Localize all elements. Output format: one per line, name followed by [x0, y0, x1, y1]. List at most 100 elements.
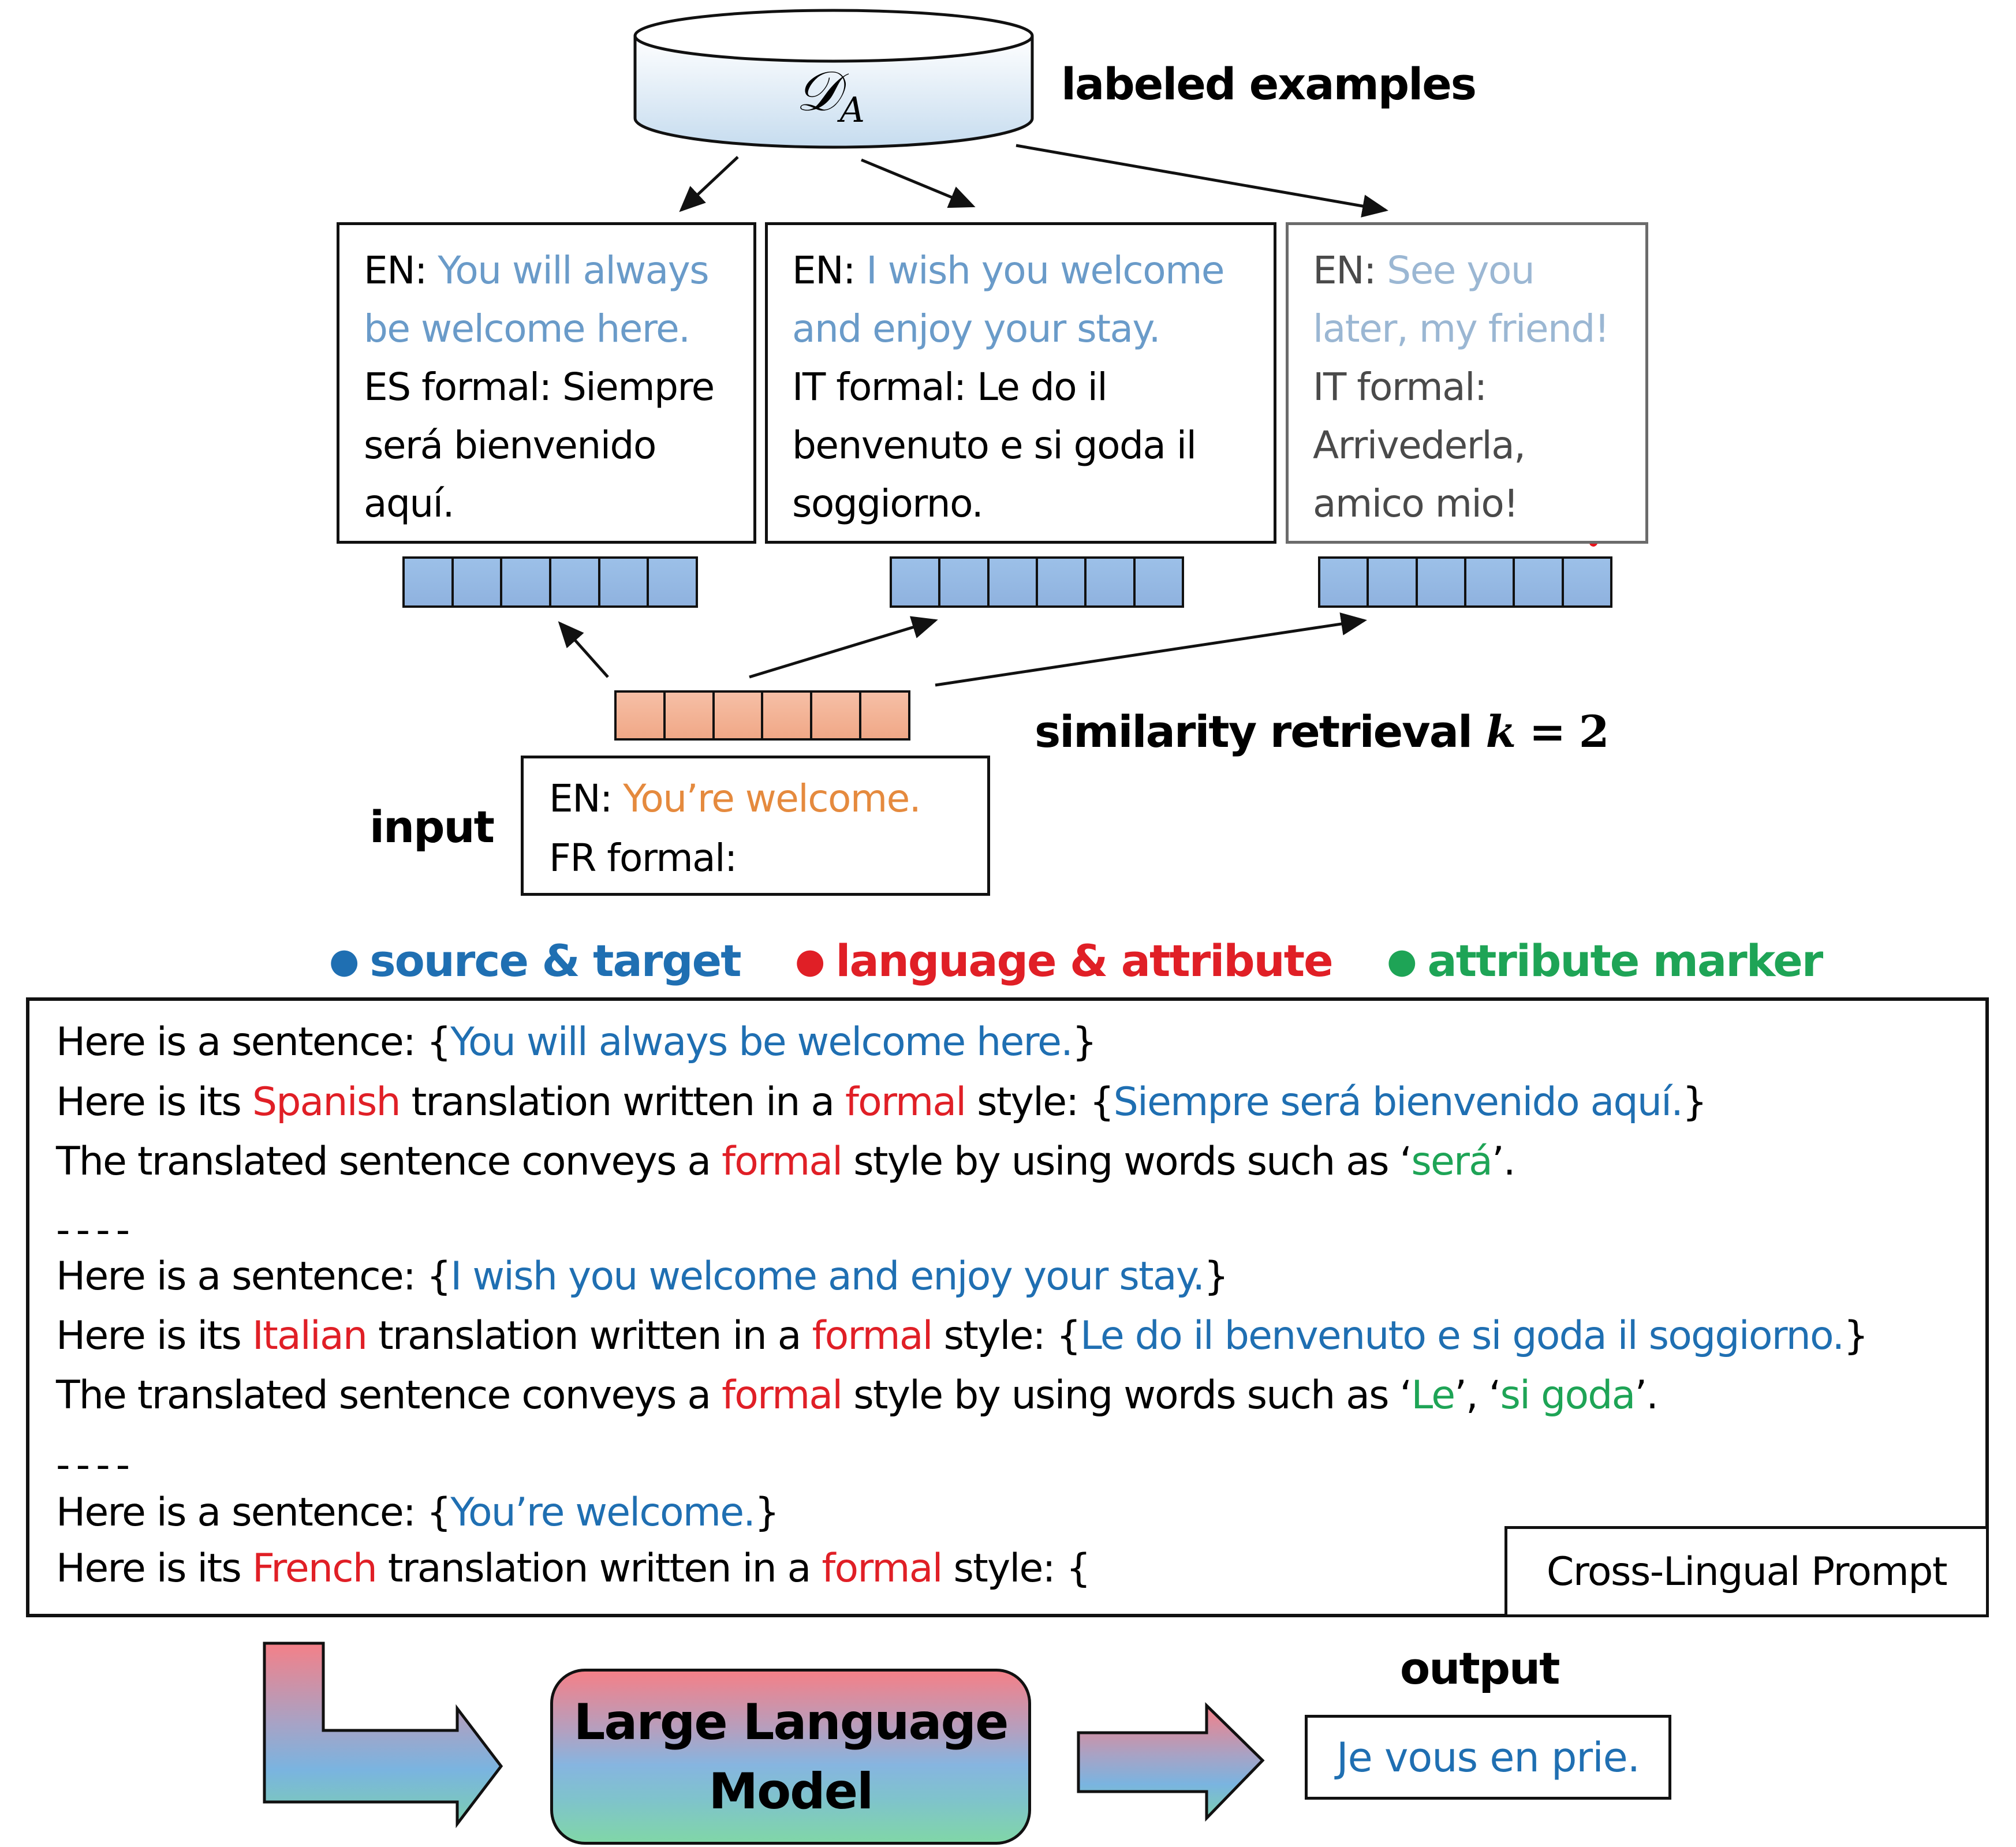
- k-value: = 2: [1515, 706, 1610, 757]
- prompt-separator: ----: [56, 1207, 136, 1253]
- prompt-text: ’.: [1492, 1139, 1515, 1184]
- language-attribute-text: French: [252, 1546, 378, 1591]
- legend-dot-icon: ●: [329, 941, 359, 981]
- language-attribute-text: formal: [812, 1313, 933, 1359]
- prompt-text: style by using words such as ‘: [842, 1373, 1412, 1418]
- source-target-text: You will always be welcome here.: [450, 1019, 1073, 1065]
- prompt-text: }: [1682, 1079, 1707, 1125]
- database-cylinder-icon: [633, 9, 1034, 149]
- vector-cell: [1369, 559, 1418, 605]
- vector-cell: [892, 559, 941, 605]
- target-text: ES formal: Siempre: [364, 365, 715, 409]
- prompt-text: }: [1072, 1019, 1097, 1065]
- source-prefix: EN:: [792, 248, 867, 293]
- vector-cell: [1466, 559, 1515, 605]
- arrow-query-to-vector-1: [558, 621, 609, 678]
- llm-label-line: Model: [708, 1762, 873, 1820]
- language-attribute-text: formal: [845, 1079, 966, 1125]
- labeled-examples-label: labeled examples: [1061, 58, 1477, 110]
- prompt-line: Here is a sentence: {You’re welcome.}: [56, 1493, 779, 1532]
- prompt-text: translation written in a: [367, 1313, 812, 1359]
- k-symbol: k: [1485, 706, 1517, 757]
- prompt-text: translation written in a: [400, 1079, 846, 1125]
- vector-cell: [940, 559, 990, 605]
- prompt-text: Here is a sentence: {: [56, 1490, 451, 1535]
- prompt-text: }: [1204, 1254, 1229, 1299]
- legend-label: attribute marker: [1427, 935, 1823, 986]
- vector-cell: [812, 693, 862, 738]
- target-text: Arrivederla,: [1313, 423, 1526, 468]
- prompt-title-box: Cross-Lingual Prompt: [1504, 1526, 1989, 1617]
- language-attribute-text: formal: [722, 1373, 843, 1418]
- vector-cell: [1417, 559, 1466, 605]
- attribute-marker-text: Le: [1411, 1373, 1455, 1418]
- source-target-text: I wish you welcome and enjoy your stay.: [450, 1254, 1205, 1299]
- vector-cell: [617, 693, 666, 738]
- prompt-text: Here is its: [56, 1079, 252, 1125]
- prompt-separator: ----: [56, 1442, 136, 1488]
- example-embedding-vector-1: [402, 556, 698, 608]
- legend-item-attribute-marker: ●attribute marker: [1387, 935, 1823, 986]
- target-text: IT formal:: [1313, 365, 1487, 409]
- source-text: I wish you welcome: [866, 248, 1224, 293]
- color-legend: ●source & target ●language & attribute ●…: [329, 935, 1862, 986]
- prompt-text: The translated sentence conveys a: [56, 1373, 722, 1418]
- arrow-db-to-example-1: [679, 156, 739, 212]
- language-attribute-text: Spanish: [252, 1079, 401, 1125]
- target-text: aquí.: [364, 481, 455, 526]
- prompt-line: Here is its Italian translation written …: [56, 1317, 1869, 1356]
- prompt-text: }: [1843, 1313, 1868, 1359]
- vector-cell: [714, 693, 764, 738]
- target-text: IT formal: Le do il: [792, 365, 1108, 409]
- output-box: Je vous en prie.: [1305, 1715, 1671, 1800]
- input-source-text: You’re welcome.: [623, 776, 921, 821]
- source-target-text: Le do il benvenuto e si goda il soggiorn…: [1080, 1313, 1845, 1359]
- vector-cell: [649, 559, 696, 605]
- database-symbol: 𝒟A: [796, 63, 865, 128]
- input-target-line: FR formal:: [549, 836, 737, 880]
- language-attribute-text: formal: [822, 1546, 943, 1591]
- legend-dot-icon: ●: [1387, 941, 1417, 981]
- prompt-line: Here is a sentence: {I wish you welcome …: [56, 1254, 1229, 1299]
- target-text: amico mio!: [1313, 481, 1519, 526]
- vector-cell: [600, 559, 649, 605]
- example-source-line: EN: See you: [1313, 241, 1625, 300]
- vector-cell: [665, 693, 715, 738]
- input-source-line: EN: You’re welcome.: [549, 769, 987, 828]
- prompt-line: Here is a sentence: {You will always be …: [56, 1023, 1097, 1062]
- vector-cell: [1320, 559, 1369, 605]
- language-attribute-text: Italian: [252, 1313, 368, 1359]
- arrow-db-to-example-2: [861, 158, 976, 208]
- source-prefix: EN:: [364, 248, 438, 293]
- vector-cell: [1563, 559, 1610, 605]
- vector-cell: [502, 559, 552, 605]
- arrow-query-to-vector-2: [749, 616, 938, 679]
- prompt-text: The translated sentence conveys a: [56, 1139, 722, 1184]
- target-text: será bienvenido: [364, 423, 656, 468]
- example-box-2: EN: I wish you welcome and enjoy your st…: [765, 222, 1276, 544]
- vector-cell: [1037, 559, 1087, 605]
- prompt-text: Here is its: [56, 1313, 252, 1359]
- legend-item-language-attribute: ●language & attribute: [795, 935, 1334, 986]
- prompt-text: }: [755, 1490, 779, 1535]
- attribute-marker-text: será: [1411, 1139, 1492, 1184]
- prompt-line: The translated sentence conveys a formal…: [56, 1142, 1515, 1182]
- example-embedding-vector-2: [890, 556, 1184, 608]
- target-text: soggiorno.: [792, 481, 984, 526]
- example-source-line: EN: I wish you welcome: [792, 241, 1253, 300]
- cross-lingual-prompt-box: Here is a sentence: {You will always be …: [26, 997, 1989, 1617]
- vector-cell: [989, 559, 1038, 605]
- output-label: output: [1400, 1643, 1560, 1694]
- vector-cell: [1087, 559, 1136, 605]
- output-text: Je vous en prie.: [1336, 1733, 1640, 1781]
- prompt-text: Here is a sentence: {: [56, 1019, 451, 1065]
- prompt-text: Here is a sentence: {: [56, 1254, 451, 1299]
- arrow-db-to-example-3: [1016, 144, 1388, 218]
- arrow-query-to-vector-3: [935, 612, 1367, 687]
- vector-cell: [453, 559, 503, 605]
- prompt-text: translation written in a: [376, 1546, 822, 1591]
- source-target-text: You’re welcome.: [450, 1490, 756, 1535]
- database-subscript: A: [839, 90, 865, 131]
